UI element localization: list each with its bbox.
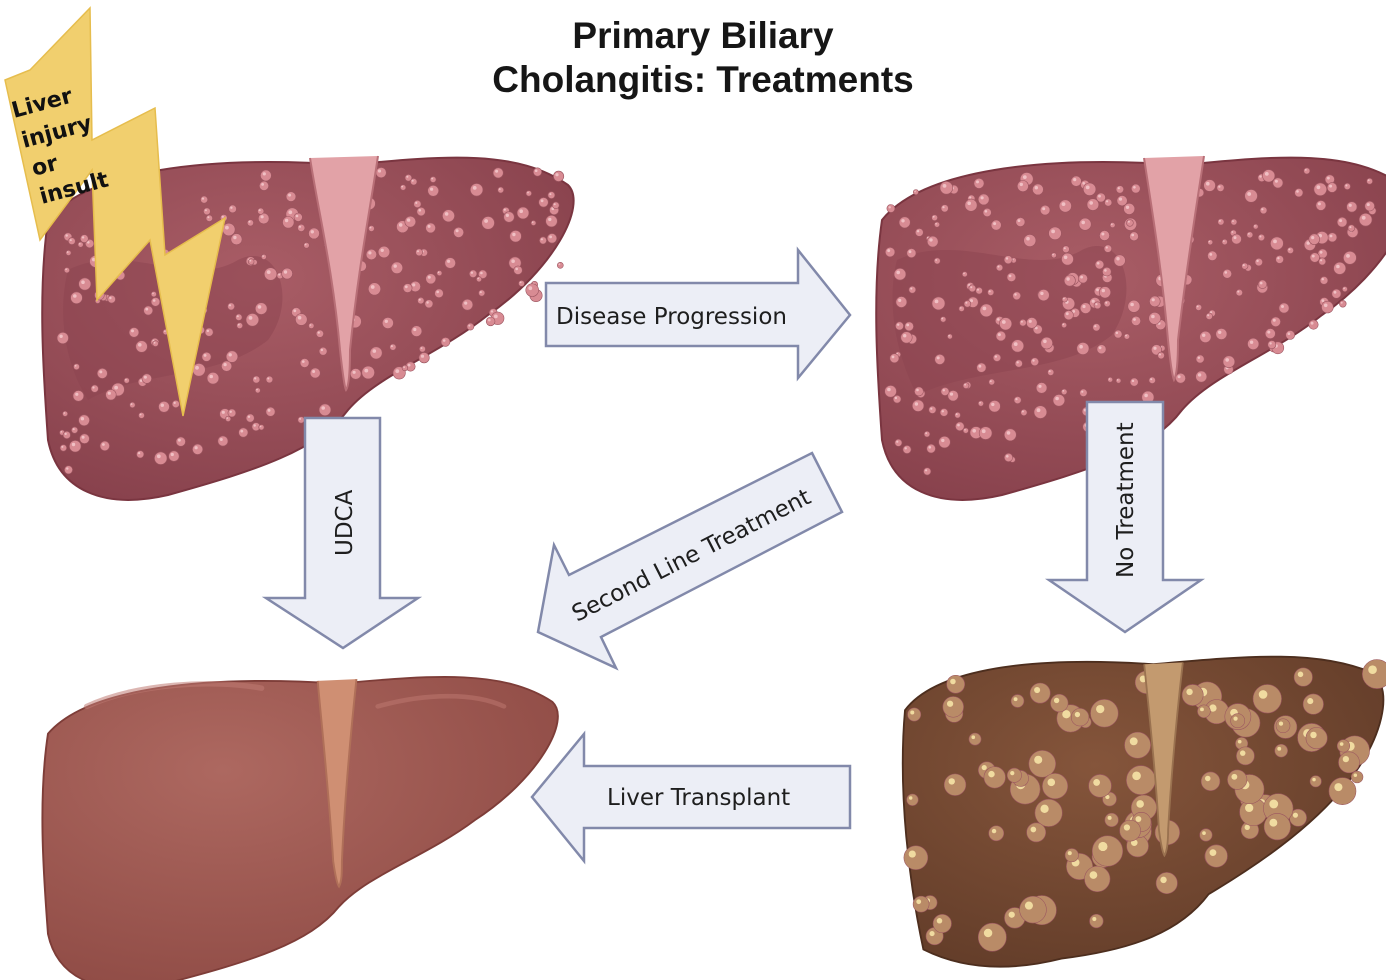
arrow-second-line-treatment: Second Line Treatment xyxy=(538,453,842,668)
arrow-label-no-treatment: No Treatment xyxy=(1113,422,1139,578)
liver-cirrhotic xyxy=(903,657,1386,967)
arrow-label-udca: UDCA xyxy=(332,489,358,556)
arrow-label-disease-progression: Disease Progression xyxy=(556,304,787,330)
arrow-disease-progression: Disease Progression xyxy=(546,250,850,378)
arrow-liver-transplant: Liver Transplant xyxy=(532,734,850,861)
liver-healthy xyxy=(42,677,557,980)
arrow-label-liver-transplant: Liver Transplant xyxy=(607,785,790,811)
